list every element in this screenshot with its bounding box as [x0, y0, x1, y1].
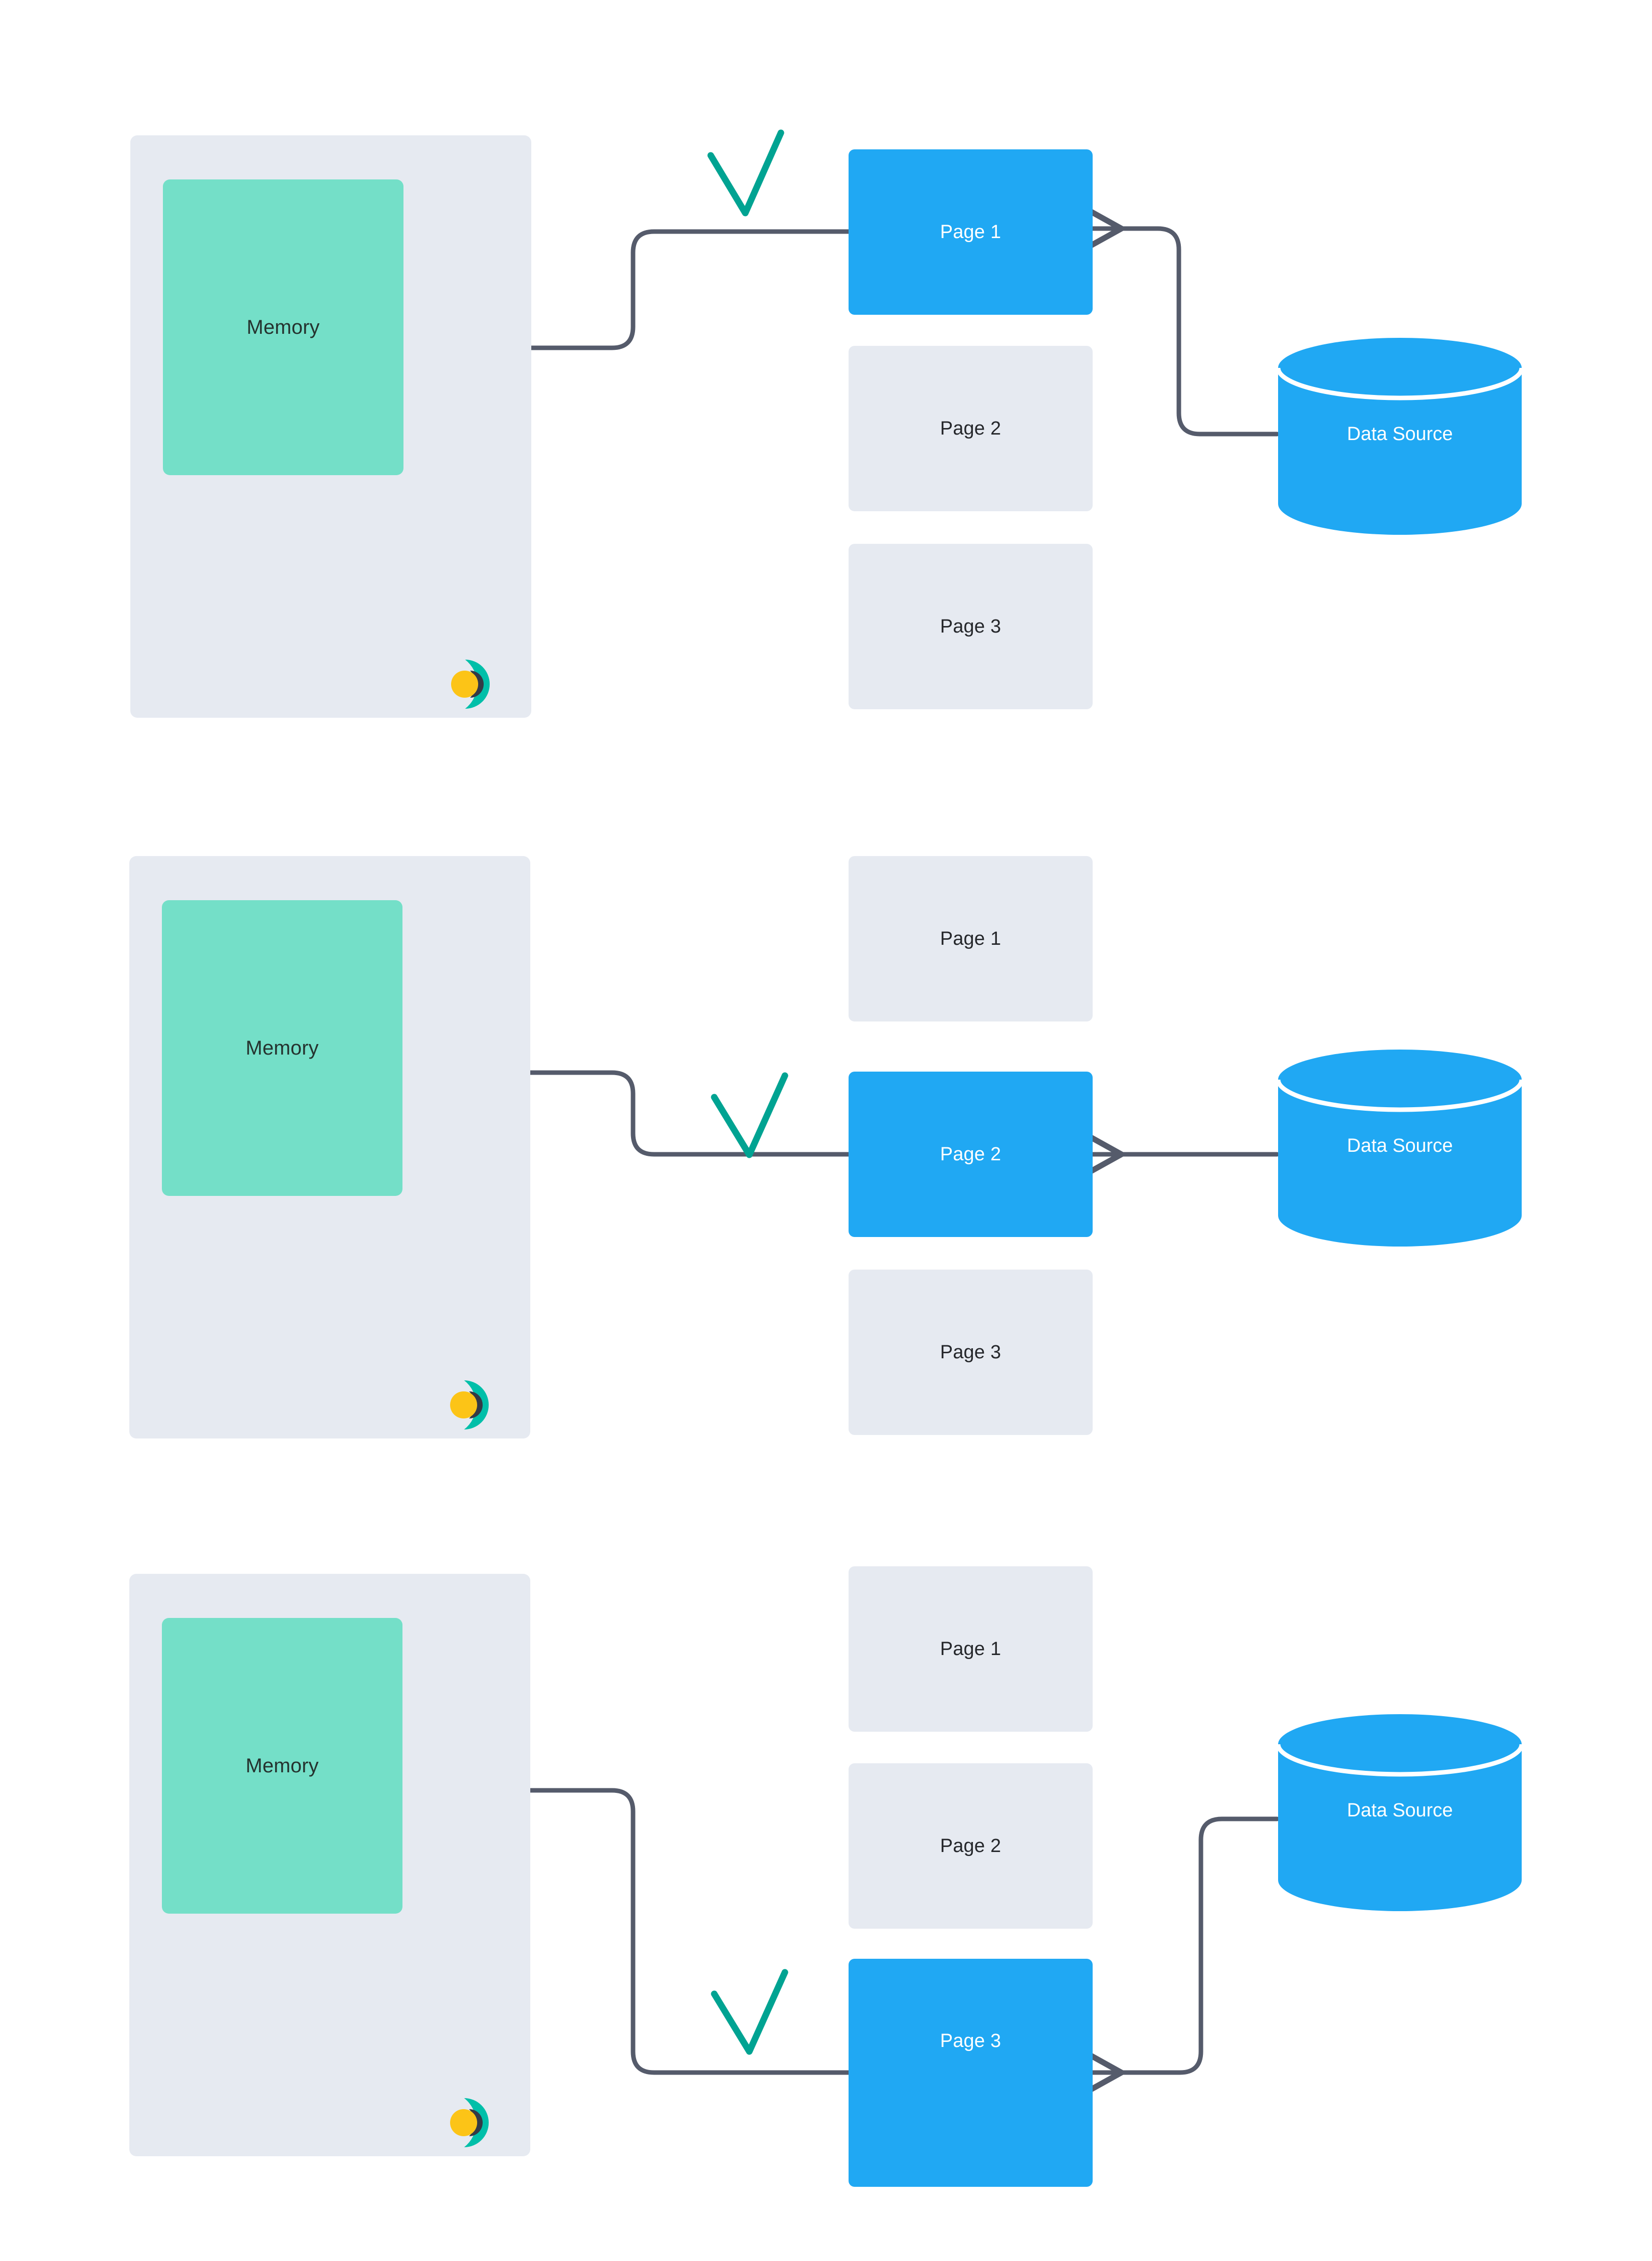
page-box-page-1[interactable]: Page 1: [849, 1566, 1093, 1732]
memory-box-1[interactable]: Memory: [163, 179, 403, 475]
data-source-label: Data Source: [1347, 1800, 1453, 1821]
data-source-cylinder-2[interactable]: Data Source: [1277, 1049, 1523, 1247]
page-box-page-2[interactable]: Page 2: [849, 346, 1093, 511]
data-source-cylinder-3[interactable]: Data Source: [1277, 1713, 1523, 1911]
panel-step-2: Memory Page 1 Page 2 Page 3: [0, 0, 1652, 1438]
memory-container-1: Memory: [130, 135, 531, 718]
brand-logo-icon: [445, 1375, 505, 1435]
page-label: Page 2: [940, 1144, 1001, 1165]
page-box-page-2[interactable]: Page 2: [849, 1763, 1093, 1929]
page-box-page-3[interactable]: Page 3: [849, 544, 1093, 709]
data-source-label: Data Source: [1347, 1135, 1453, 1156]
memory-container-3: Memory: [129, 1574, 530, 2156]
memory-box-2[interactable]: Memory: [162, 900, 402, 1196]
page-label: Page 1: [940, 928, 1001, 949]
page-box-page-3[interactable]: Page 3: [849, 1270, 1093, 1435]
page-label: Page 2: [940, 1835, 1001, 1857]
memory-label: Memory: [246, 1755, 319, 1777]
memory-box-3[interactable]: Memory: [162, 1618, 402, 1914]
page-box-page-1[interactable]: Page 1: [849, 856, 1093, 1021]
data-source-cylinder-1[interactable]: Data Source: [1277, 337, 1523, 535]
memory-label: Memory: [247, 316, 320, 338]
page-label: Page 3: [940, 1342, 1001, 1363]
page-label: Page 2: [940, 418, 1001, 439]
memory-label: Memory: [246, 1037, 319, 1059]
page-label: Page 1: [940, 1638, 1001, 1660]
page-box-page-2[interactable]: Page 2: [849, 1072, 1093, 1237]
brand-logo-icon: [445, 2093, 505, 2153]
page-label: Page 3: [940, 616, 1001, 637]
page-box-page-1[interactable]: Page 1: [849, 149, 1093, 315]
page-box-page-3[interactable]: Page 3: [849, 1959, 1093, 2187]
memory-container-2: Memory: [129, 856, 530, 1438]
page-label: Page 1: [940, 222, 1001, 243]
page-label: Page 3: [940, 2030, 1001, 2051]
data-source-label: Data Source: [1347, 424, 1453, 445]
panel-step-1: Memory Page 1 Page 2 Page 3: [0, 0, 1652, 777]
panel-step-3: Memory Page 1 Page 2 Page 3: [0, 0, 1652, 2187]
brand-logo-icon: [446, 654, 506, 714]
